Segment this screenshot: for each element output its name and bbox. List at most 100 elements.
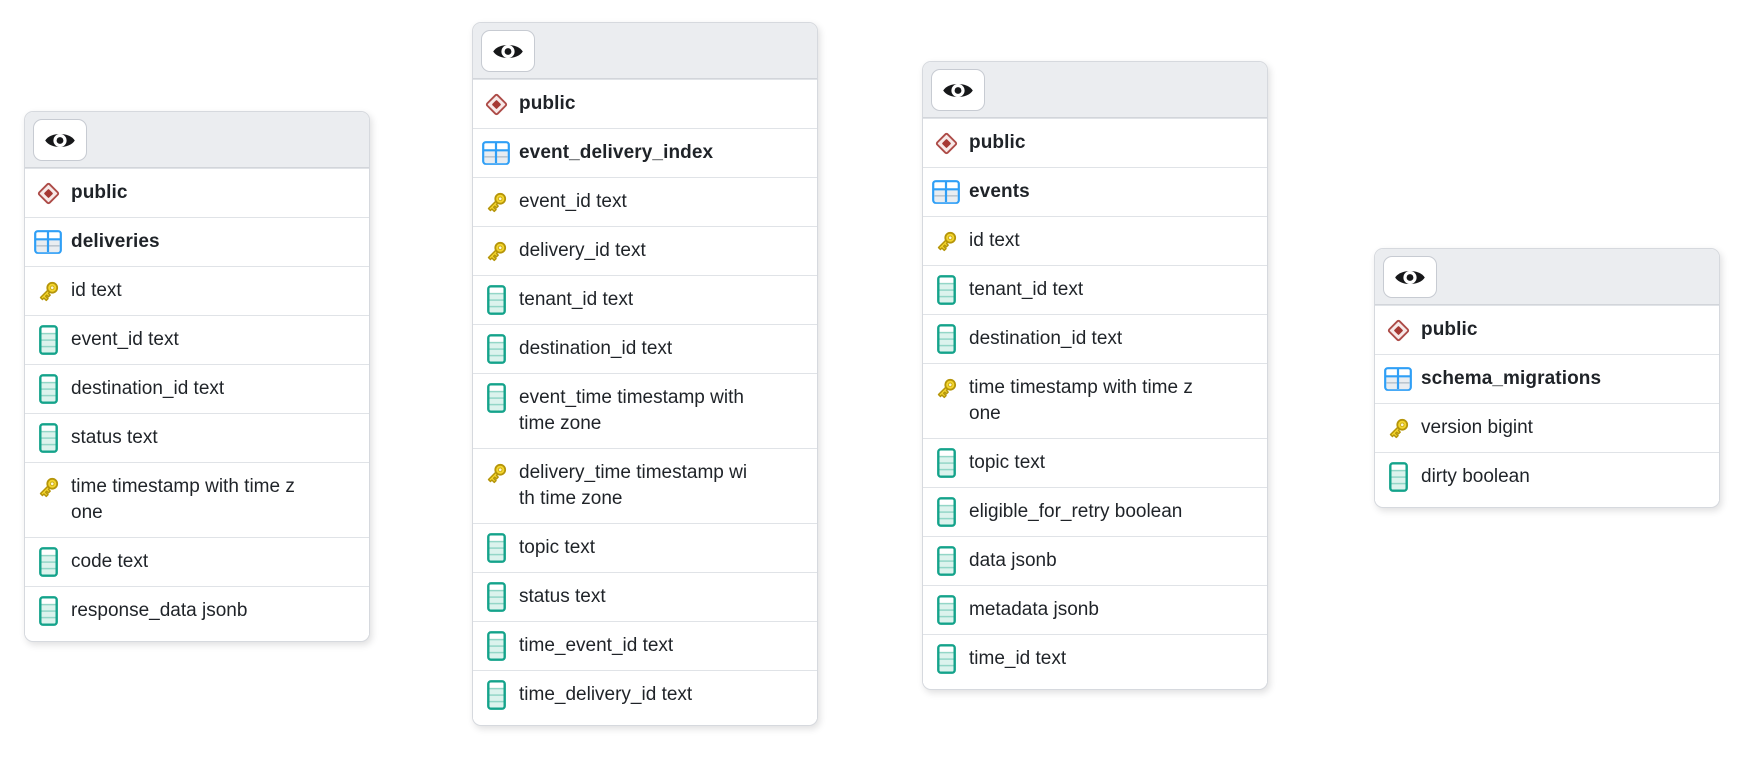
column-label: destination_id text [71,376,224,402]
column-name: dirty [1421,466,1457,487]
column-row[interactable]: time timestamp with time zone [923,363,1267,438]
column-label: event_id text [519,189,627,215]
column-label: data jsonb [969,548,1057,574]
column-icon [38,325,58,355]
table-row[interactable]: schema_migrations [1375,354,1719,403]
column-row[interactable]: version bigint [1375,403,1719,452]
table-name: event_delivery_index [519,142,714,163]
column-name: destination_id [969,328,1087,349]
column-row[interactable]: eligible_for_retry boolean [923,487,1267,536]
column-row[interactable]: delivery_time timestamp with time zone [473,448,817,523]
column-type: timestamp with time zone [969,377,1193,424]
key-icon [1389,418,1408,438]
column-label: eligible_for_retry boolean [969,499,1182,525]
column-type: text [148,329,179,350]
schema-name: public [519,93,576,114]
column-row[interactable]: topic text [923,438,1267,487]
column-name: event_time [519,387,612,408]
column-name: status [71,427,122,448]
column-type: boolean [1114,501,1183,522]
column-type: timestamp with time zone [519,387,744,434]
column-name: data [969,550,1006,571]
table-row[interactable]: event_delivery_index [473,128,817,177]
column-row[interactable]: metadata jsonb [923,585,1267,634]
column-row[interactable]: topic text [473,523,817,572]
schema-row[interactable]: public [473,79,817,128]
column-row[interactable]: status text [25,413,369,462]
table-card[interactable]: public deliveries id text event_id text dest… [24,111,370,642]
column-row[interactable]: event_time timestamp with time zone [473,373,817,448]
table-name: deliveries [71,231,160,252]
schema-row[interactable]: public [923,118,1267,167]
column-row[interactable]: destination_id text [923,314,1267,363]
column-row[interactable]: dirty boolean [1375,452,1719,501]
column-type: text [661,684,693,705]
column-name: destination_id [519,338,637,359]
column-icon [38,374,58,404]
column-icon [486,680,506,710]
column-row[interactable]: time_id text [923,634,1267,683]
table-row[interactable]: deliveries [25,217,369,266]
schema-row[interactable]: public [1375,305,1719,354]
column-row[interactable]: destination_id text [25,364,369,413]
table-name: events [969,181,1030,202]
schema-diamond-icon [935,132,957,154]
column-label: time timestamp with time zone [969,375,1202,427]
column-row[interactable]: code text [25,537,369,586]
column-name: time_delivery_id [519,684,657,705]
column-row[interactable]: id text [923,216,1267,265]
column-row[interactable]: tenant_id text [923,265,1267,314]
schema-name: public [969,132,1026,153]
column-label: topic text [969,450,1045,476]
column-row[interactable]: data jsonb [923,536,1267,585]
column-label: event_time timestamp with time zone [519,385,752,437]
column-icon [1388,462,1408,492]
column-row[interactable]: destination_id text [473,324,817,373]
column-type: bigint [1487,417,1533,438]
table-row[interactable]: events [923,167,1267,216]
column-label: delivery_id text [519,238,646,264]
column-icon [936,448,956,478]
schema-row[interactable]: public [25,168,369,217]
column-type: jsonb [202,600,248,621]
column-row[interactable]: status text [473,572,817,621]
column-label: event_id text [71,327,179,353]
column-label: topic text [519,535,595,561]
eye-icon [45,133,75,147]
card-header [473,23,817,79]
column-row[interactable]: id text [25,266,369,315]
column-row[interactable]: event_id text [473,177,817,226]
column-name: event_id [519,191,591,212]
key-icon [937,378,956,398]
column-label: destination_id text [519,336,672,362]
visibility-toggle-button[interactable] [481,30,535,72]
table-card[interactable]: public event_delivery_index event_id text d… [472,22,818,726]
column-row[interactable]: tenant_id text [473,275,817,324]
column-type: text [1091,328,1123,349]
column-row[interactable]: time timestamp with time zone [25,462,369,537]
column-type: text [564,537,596,558]
column-row[interactable]: response_data jsonb [25,586,369,635]
column-label: code text [71,549,148,575]
column-label: version bigint [1421,415,1533,441]
column-type: text [193,378,225,399]
column-icon [486,285,506,315]
column-icon [486,383,506,413]
column-name: id [969,230,984,251]
column-row[interactable]: time_event_id text [473,621,817,670]
column-type: text [1052,279,1084,300]
visibility-toggle-button[interactable] [1383,256,1437,298]
visibility-toggle-button[interactable] [33,119,87,161]
schema-diamond-icon [1387,319,1409,341]
column-type: jsonb [1053,599,1099,620]
visibility-toggle-button[interactable] [931,69,985,111]
column-name: tenant_id [519,289,598,310]
column-type: text [91,280,122,301]
column-row[interactable]: delivery_id text [473,226,817,275]
column-row[interactable]: event_id text [25,315,369,364]
table-grid-icon [1384,367,1412,391]
column-label: metadata jsonb [969,597,1099,623]
column-row[interactable]: time_delivery_id text [473,670,817,719]
